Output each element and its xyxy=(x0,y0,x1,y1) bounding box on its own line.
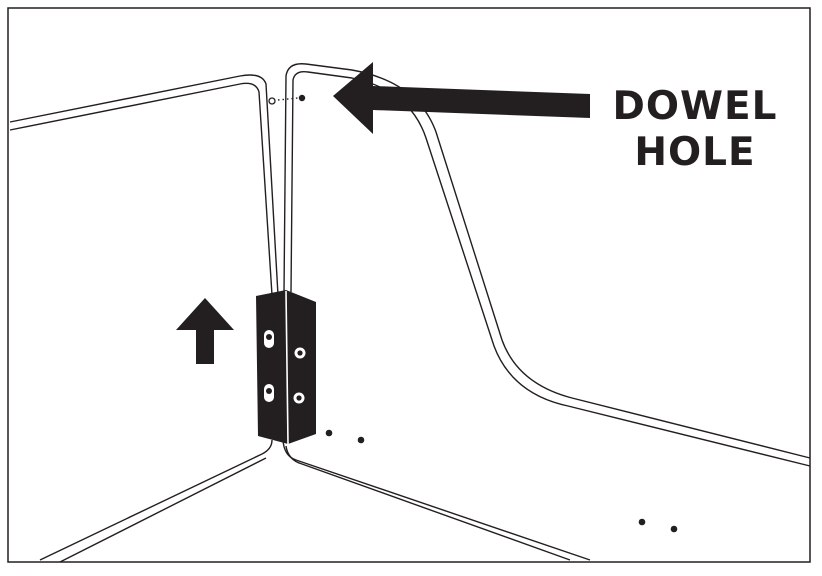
diagram-frame xyxy=(7,7,811,563)
bottom-panel xyxy=(39,439,591,563)
panel-hole xyxy=(638,518,646,526)
dowel-hole-label: DOWEL HOLE xyxy=(575,84,815,176)
bracket-screw-hole xyxy=(294,347,306,359)
left-arrow-icon xyxy=(333,62,590,134)
bracket-screw-slot xyxy=(264,330,274,348)
bracket-screw-hole xyxy=(293,392,305,404)
dowel-hole-dot xyxy=(298,94,306,102)
left-panel xyxy=(9,74,279,296)
dowel-hole xyxy=(268,94,306,105)
panel-hole xyxy=(670,525,678,533)
panel-hole xyxy=(357,436,365,444)
dowel-hole-label-line2: HOLE xyxy=(634,130,756,175)
dowel-hole-dotted-line xyxy=(277,97,299,101)
panel-hole xyxy=(325,429,333,437)
dowel-hole-circle xyxy=(268,97,276,105)
up-arrow-icon xyxy=(176,298,234,364)
bracket-screw-slot xyxy=(264,384,274,402)
dowel-hole-label-line1: DOWEL xyxy=(612,84,778,129)
panel-holes xyxy=(325,429,678,533)
corner-bracket-icon xyxy=(256,290,316,445)
